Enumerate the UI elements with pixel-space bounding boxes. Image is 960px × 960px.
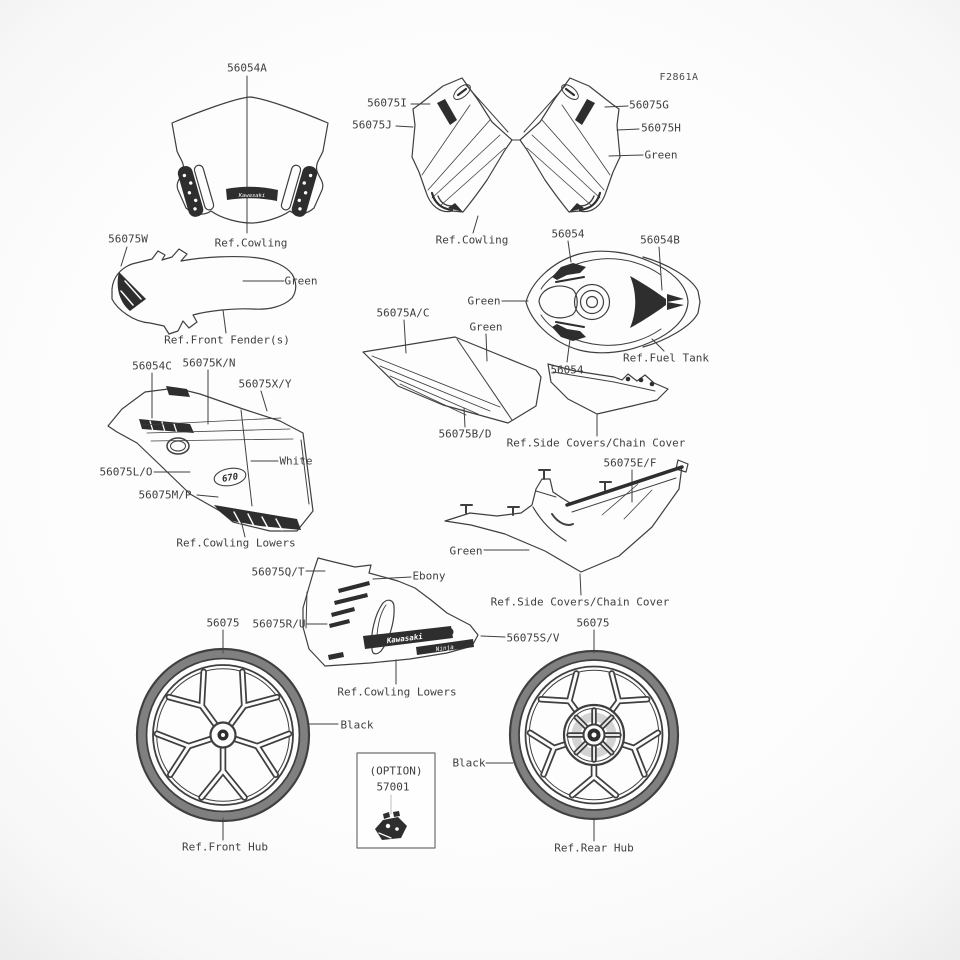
- part-label-rear-wheel: 56075: [576, 616, 610, 630]
- kawasaki-band: [363, 626, 453, 649]
- part-label-tank-right: 56054B: [640, 233, 680, 247]
- front-wheel-drawing: [135, 647, 311, 823]
- ref-label-side-covers-upper: Ref.Side Covers/Chain Cover: [506, 436, 686, 450]
- ref-label-cowling-lowers-2: Ref.Cowling Lowers: [337, 685, 457, 699]
- side-covers-upper-drawing: [362, 336, 669, 424]
- tank-decal-bottom: [552, 324, 586, 341]
- ref-label-front-fender: Ref.Front Fender(s): [164, 333, 290, 347]
- part-label-chain-cover: 56075E/F: [603, 456, 657, 470]
- tank-decal-top: [552, 263, 586, 280]
- color-label-front-black: Black: [340, 718, 374, 732]
- part-label-lowers-3: 56075X/Y: [238, 377, 292, 391]
- part-label-cowl-left-upper: 56075I: [367, 96, 407, 110]
- ninja-band: [416, 639, 474, 655]
- upper-cowl-left-drawing: [411, 77, 521, 213]
- part-label-lowers-1: 56054C: [132, 359, 172, 373]
- ref-label-rear-hub: Ref.Rear Hub: [554, 841, 634, 855]
- model-badge-decal: 670: [221, 472, 239, 485]
- ninja-band-decal: Ninja: [434, 644, 454, 654]
- part-label-sidecover-front: 56075A/C: [376, 306, 430, 320]
- part-label-tank-top: 56054: [551, 227, 585, 241]
- option-box-drawing: [356, 752, 436, 849]
- kawasaki-band-decal: Kawasaki: [385, 632, 423, 645]
- color-label-ebony: Ebony: [412, 569, 446, 583]
- front-fender-drawing: [111, 248, 297, 335]
- part-label-lower-cowl-2: 56075R/U: [252, 617, 306, 631]
- color-label-fender-green: Green: [284, 274, 318, 288]
- side-cover-chain-drawing: [444, 459, 689, 573]
- part-label-lowers-2: 56075K/N: [182, 356, 236, 370]
- cowling-lowers-bottom-drawing: Kawasaki Ninja: [302, 557, 479, 667]
- ref-label-cowling-left: Ref.Cowling: [214, 236, 288, 250]
- part-label-front-fender: 56075W: [108, 232, 148, 246]
- front-wheel-spokes: [153, 668, 293, 801]
- part-label-lower-cowl-3: 56075S/V: [506, 631, 560, 645]
- part-label-cowl-right-lower: 56075H: [641, 121, 681, 135]
- color-label-rear-black: Black: [452, 756, 486, 770]
- part-label-tank-bottom: 56054: [550, 363, 584, 377]
- part-label-front-wheel: 56075: [206, 616, 240, 630]
- ref-label-front-hub: Ref.Front Hub: [181, 840, 269, 854]
- ref-label-cowling-lowers-1: Ref.Cowling Lowers: [176, 536, 296, 550]
- upper-cowl-right-drawing: [519, 77, 621, 213]
- cowling-lowers-left-drawing: 670: [107, 386, 314, 532]
- ref-label-side-covers-lower: Ref.Side Covers/Chain Cover: [490, 595, 670, 609]
- rear-hub-spokes: [566, 707, 622, 763]
- part-label-lower-cowl-1: 56075Q/T: [251, 565, 305, 579]
- windscreen-brand-decal: Kawasaki: [238, 193, 266, 199]
- ref-label-fuel-tank: Ref.Fuel Tank: [622, 351, 710, 365]
- tank-decal-rear: [630, 276, 666, 328]
- fuel-tank-drawing: [525, 250, 701, 354]
- part-label-cowl-left-lower: 56075J: [352, 118, 392, 132]
- color-label-tank-green: Green: [467, 294, 501, 308]
- rear-wheel-drawing: [508, 649, 680, 821]
- part-label-cowl-right-upper: 56075G: [629, 98, 669, 112]
- part-label-windscreen: 56054A: [227, 61, 267, 75]
- windscreen-brand-band: [226, 186, 278, 201]
- color-label-lowers-white: White: [279, 454, 313, 468]
- color-label-cowl-green: Green: [644, 148, 678, 162]
- windscreen-drawing: Kawasaki: [171, 96, 329, 224]
- rear-wheel-spokes: [526, 670, 662, 799]
- part-label-option: 57001: [376, 780, 410, 794]
- color-label-chain-green: Green: [449, 544, 483, 558]
- ref-label-cowling-right: Ref.Cowling: [435, 233, 509, 247]
- part-label-sidecover-rear: 56075B/D: [438, 427, 492, 441]
- color-label-sidecover-green: Green: [469, 320, 503, 334]
- option-tag: (OPTION): [369, 764, 423, 778]
- part-label-lowers-4: 56075L/O: [99, 465, 153, 479]
- part-label-lowers-5: 56075M/P: [138, 488, 192, 502]
- figure-code: F2861A: [659, 72, 699, 83]
